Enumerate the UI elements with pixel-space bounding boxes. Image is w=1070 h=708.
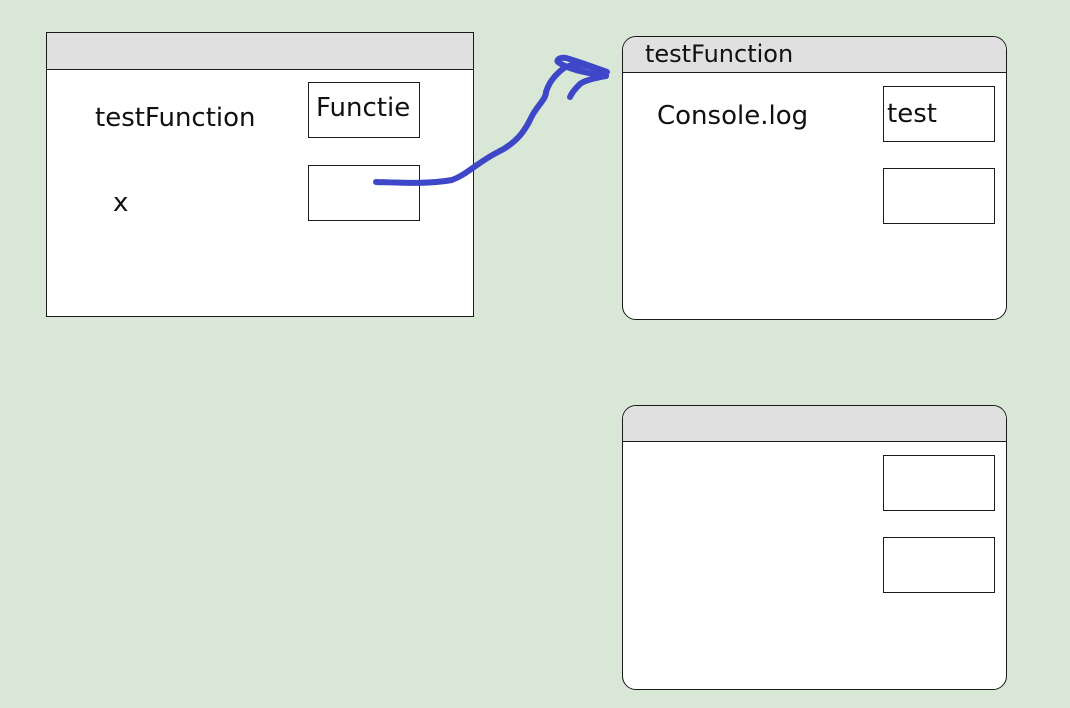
empty-frame bbox=[622, 405, 1007, 690]
arrow-head-lower bbox=[567, 73, 609, 100]
variable-name-x: x bbox=[113, 188, 129, 218]
empty-frame-slot-1 bbox=[883, 455, 995, 511]
global-frame-header bbox=[47, 33, 473, 70]
variable-value-console-log-text: test bbox=[887, 99, 937, 129]
testfunction-frame-header: testFunction bbox=[623, 37, 1006, 73]
variable-value-empty bbox=[883, 168, 995, 224]
variable-value-testfunction: Functie bbox=[308, 82, 420, 138]
variable-value-testfunction-text: Functie bbox=[316, 93, 411, 123]
empty-frame-slot-2 bbox=[883, 537, 995, 593]
empty-frame-header bbox=[623, 406, 1006, 442]
variable-name-console-log: Console.log bbox=[657, 101, 809, 131]
variable-value-console-log: test bbox=[883, 86, 995, 142]
testfunction-frame: testFunction Console.log test bbox=[622, 36, 1007, 320]
variable-value-x bbox=[308, 165, 420, 221]
global-frame: testFunction Functie x bbox=[46, 32, 474, 317]
arrow-head-upper bbox=[554, 54, 610, 79]
variable-name-testfunction: testFunction bbox=[95, 103, 256, 133]
testfunction-frame-title: testFunction bbox=[645, 40, 794, 68]
